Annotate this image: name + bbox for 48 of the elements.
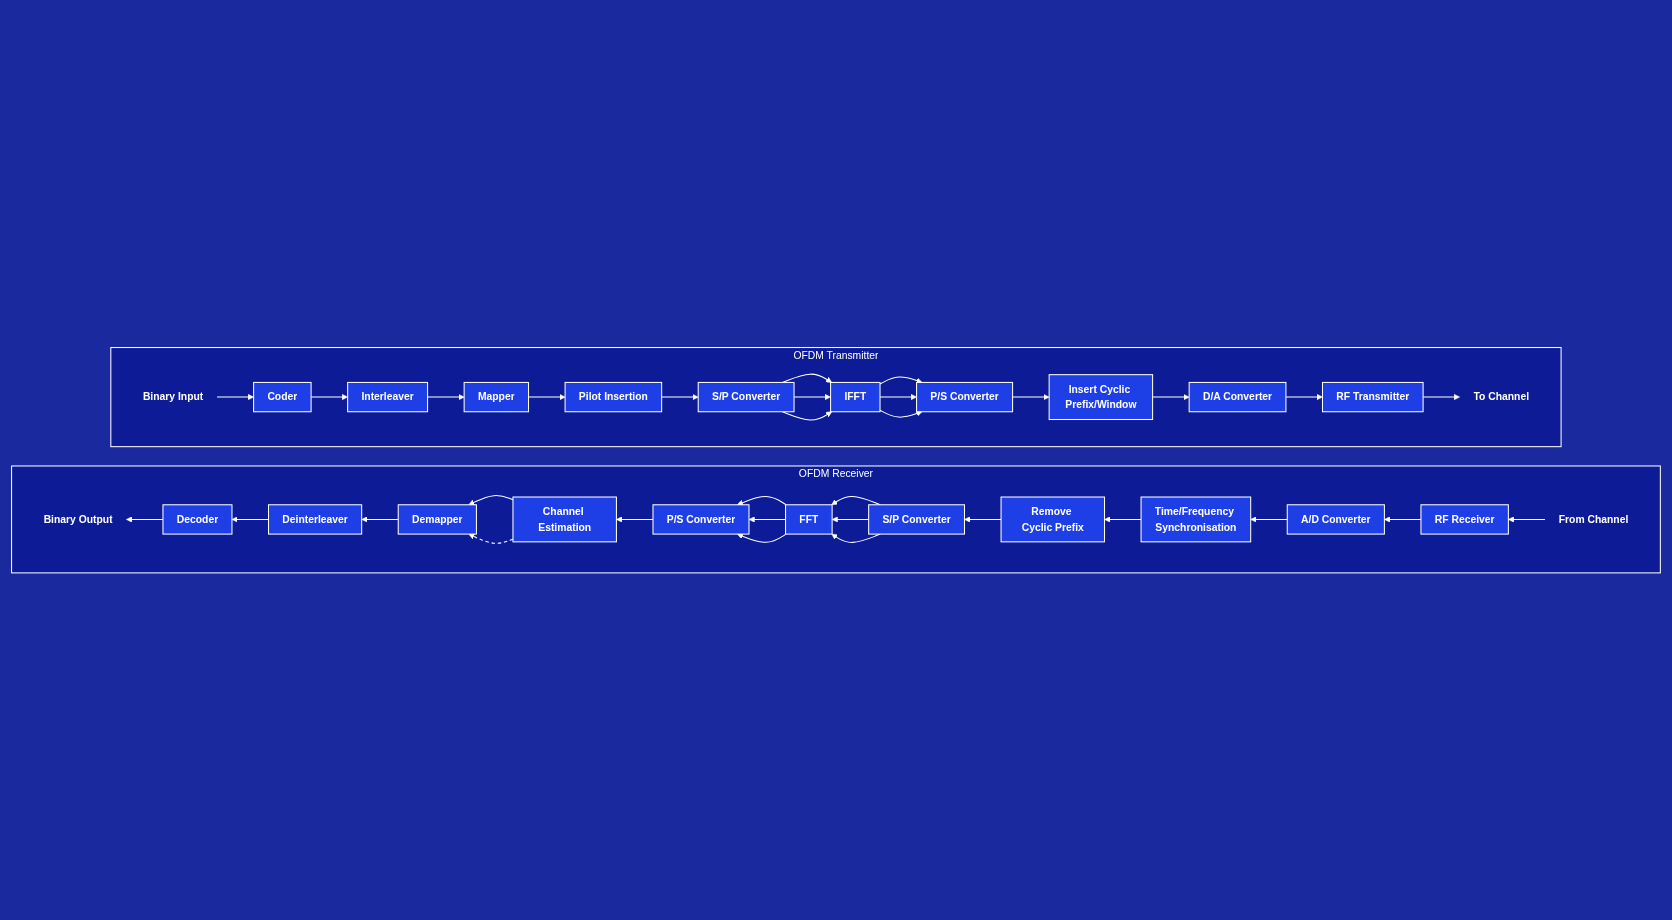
- arrow: [737, 495, 787, 506]
- arrow: [1250, 516, 1288, 523]
- node-box: FFT: [785, 504, 833, 535]
- arrow: [831, 533, 881, 543]
- arrow: [1508, 516, 1546, 523]
- node-text: To Channel: [1473, 390, 1530, 403]
- node-box: Coder: [253, 381, 312, 413]
- arrow: [1012, 393, 1050, 400]
- node-box: Mapper: [463, 381, 530, 413]
- arrow: [468, 494, 514, 505]
- arrow: [216, 393, 254, 400]
- arrow: [879, 376, 923, 385]
- node-box: RF Transmitter: [1322, 381, 1424, 413]
- node-box: Deinterleaver: [268, 504, 363, 535]
- node-box: Demapper: [397, 504, 477, 535]
- arrow: [616, 516, 654, 523]
- arrow: [528, 393, 566, 400]
- node-text: Binary Input: [142, 390, 204, 403]
- node-text: From Channel: [1558, 512, 1629, 525]
- node-box: RF Receiver: [1420, 504, 1509, 535]
- node-box: Insert Cyclic Prefix/Window: [1048, 373, 1154, 420]
- arrow: [1104, 516, 1142, 523]
- node-box: D/A Converter: [1188, 381, 1287, 413]
- node-box: Channel Estimation: [512, 496, 617, 543]
- arrow: [361, 516, 399, 523]
- node-box: Time/Frequency Synchronisation: [1140, 496, 1252, 543]
- arrow: [468, 533, 514, 544]
- arrow: [1152, 393, 1190, 400]
- arrow: [737, 533, 787, 543]
- node-text: Binary Output: [43, 512, 113, 525]
- node-box: IFFT: [830, 381, 881, 413]
- node-box: S/P Converter: [868, 504, 966, 535]
- arrow: [661, 393, 699, 400]
- arrow: [126, 516, 164, 523]
- arrow: [1285, 393, 1323, 400]
- node-box: Decoder: [162, 504, 233, 535]
- node-box: P/S Converter: [652, 504, 750, 535]
- arrow: [1384, 516, 1422, 523]
- node-box: Remove Cyclic Prefix: [1000, 496, 1106, 543]
- node-box: S/P Converter: [697, 381, 795, 413]
- node-box: P/S Converter: [916, 381, 1014, 413]
- arrow: [781, 411, 833, 421]
- node-box: A/D Converter: [1286, 504, 1385, 535]
- arrow: [879, 409, 923, 418]
- arrow: [427, 393, 465, 400]
- arrow: [964, 516, 1002, 523]
- node-box: Interleaver: [347, 381, 429, 413]
- node-box: Pilot Insertion: [564, 381, 663, 413]
